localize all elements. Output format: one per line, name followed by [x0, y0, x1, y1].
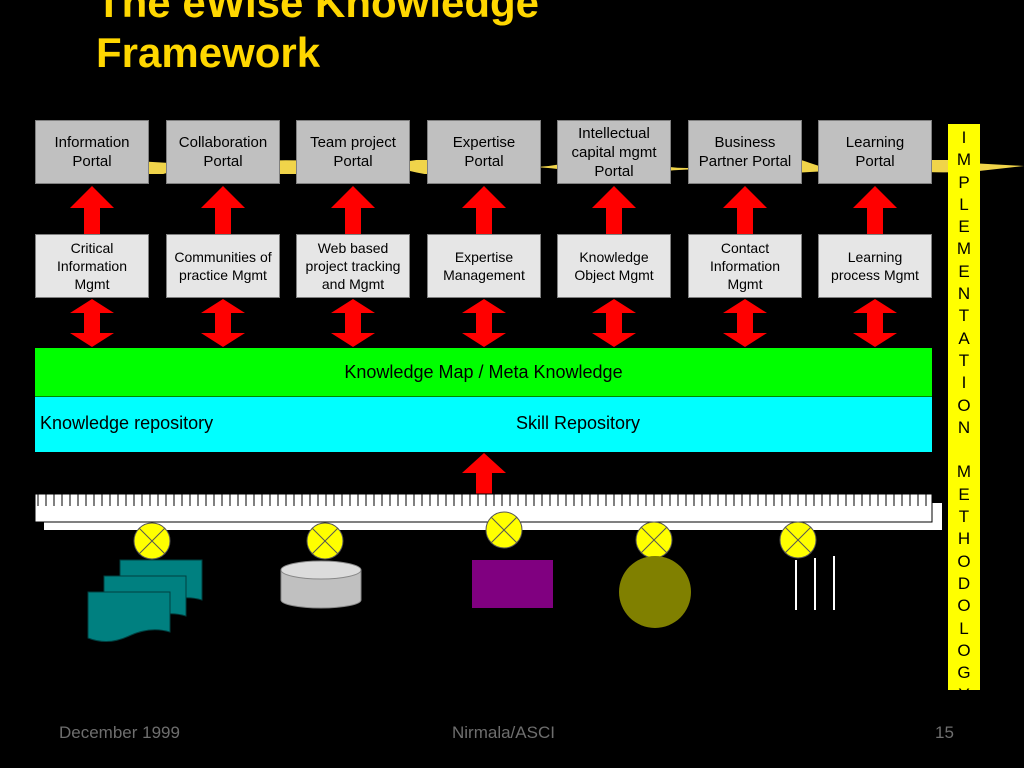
side-bar-letter: M	[956, 239, 972, 259]
learning-process-mgmt-box: Learning process Mgmt	[818, 234, 932, 298]
person-icon	[619, 556, 691, 628]
knowledge-object-mgmt-box: Knowledge Object Mgmt	[557, 234, 671, 298]
side-bar-letter: I	[961, 128, 967, 147]
collaboration-portal-box: Collaboration Portal	[166, 120, 280, 184]
side-bar-letter: L	[959, 618, 969, 638]
up-arrow-icon	[592, 186, 636, 234]
side-bar-letter: N	[957, 284, 971, 304]
knowledge-repository-label: Knowledge repository	[40, 413, 214, 433]
double-arrow-icon	[70, 299, 114, 347]
skill-repository-label: Skill Repository	[516, 413, 641, 433]
side-bar-letter: E	[958, 484, 970, 504]
up-arrow-icon	[70, 186, 114, 234]
critical-information-mgmt-box: Critical Information Mgmt	[35, 234, 149, 298]
side-bar-letter: T	[958, 507, 970, 527]
business-partner-portal-box: Business Partner Portal	[688, 120, 802, 184]
contact-information-mgmt-box: Contact Information Mgmt	[688, 234, 802, 298]
side-bar-letter: A	[958, 328, 970, 348]
team-project-portal-box: Team project Portal	[296, 120, 410, 184]
information-portal-box: Information Portal	[35, 120, 149, 184]
side-bar-letter: G	[957, 663, 971, 683]
expertise-portal-box: Expertise Portal	[427, 120, 541, 184]
side-bar-letter: H	[957, 529, 971, 549]
side-bar-letter: T	[958, 306, 970, 326]
side-bar-letter	[962, 439, 967, 461]
double-arrow-icon	[592, 299, 636, 347]
double-arrow-icon	[331, 299, 375, 347]
connector-icon	[306, 522, 344, 560]
connector-icon	[635, 521, 673, 559]
connector-icon	[779, 521, 817, 559]
side-bar-letter: E	[958, 217, 970, 237]
side-bar-letter: I	[961, 373, 967, 393]
database-icon	[280, 560, 362, 609]
connector-icon	[485, 511, 523, 549]
footer-date: December 1999	[59, 723, 180, 742]
communities-of-practice-box: Communities of practice Mgmt	[166, 234, 280, 298]
documents-icon	[87, 559, 203, 642]
double-arrow-icon	[462, 299, 506, 347]
learning-portal-box: Learning Portal	[818, 120, 932, 184]
up-arrow-icon	[462, 186, 506, 234]
expertise-management-box: Expertise Management	[427, 234, 541, 298]
side-bar-letter: Y	[958, 685, 970, 705]
up-arrow-icon	[331, 186, 375, 234]
side-bar-letter: M	[956, 150, 972, 170]
double-arrow-icon	[723, 299, 767, 347]
knowledge-map-layer: Knowledge Map / Meta Knowledge	[35, 348, 932, 397]
double-arrow-icon	[853, 299, 897, 347]
side-bar-letter: O	[957, 395, 971, 415]
side-bar-letter: M	[956, 462, 972, 482]
side-bar-letter: O	[957, 640, 971, 660]
side-bar-letter: T	[958, 350, 970, 370]
side-bar-letter: E	[958, 261, 970, 281]
side-bar-letter: N	[957, 417, 971, 437]
connector-icon	[133, 522, 171, 560]
page-number: 15	[935, 723, 954, 742]
application-icon	[472, 560, 553, 608]
repository-layer: Knowledge repository Skill Repository	[35, 397, 932, 452]
slide-title: The eWise Knowledge Framework	[96, 0, 540, 76]
tools-icon	[795, 556, 835, 610]
project-tracking-box: Web based project tracking and Mgmt	[296, 234, 410, 298]
side-bar-letter: O	[957, 596, 971, 616]
side-bar-letter: L	[959, 194, 969, 214]
up-arrow-icon	[462, 453, 506, 495]
side-bar-letter: O	[957, 551, 971, 571]
up-arrow-icon	[723, 186, 767, 234]
side-bar-letter: P	[958, 172, 970, 192]
double-arrow-icon	[201, 299, 245, 347]
footer-author: Nirmala/ASCI	[452, 723, 555, 742]
up-arrow-icon	[853, 186, 897, 234]
side-bar-letter: D	[957, 573, 971, 593]
intellectual-capital-portal-box: Intellectual capital mgmt Portal	[557, 120, 671, 184]
up-arrow-icon	[201, 186, 245, 234]
